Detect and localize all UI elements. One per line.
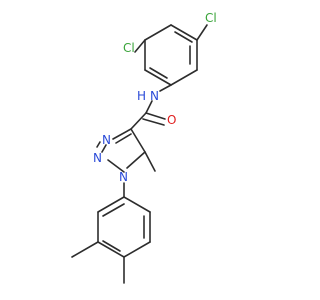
bond: [97, 196, 125, 213]
dichlorophenyl-ring: [144, 24, 198, 86]
bond: [130, 128, 146, 153]
bond: [123, 196, 151, 213]
bond-inner: [102, 240, 121, 252]
bond: [144, 24, 172, 41]
atom-n3: N: [102, 133, 111, 147]
atom-o: O: [167, 113, 176, 127]
bond-inner: [174, 31, 193, 43]
triazole-ring: [96, 128, 146, 173]
bond-inner: [115, 133, 132, 144]
bond: [170, 69, 198, 86]
bond: [112, 128, 132, 140]
bond: [97, 241, 125, 258]
bond-inner: [96, 141, 101, 148]
atom-h: H: [137, 89, 146, 103]
bond-ring-nh: [159, 84, 172, 92]
bond: [101, 144, 107, 153]
bond-co: [145, 112, 166, 120]
bond: [123, 241, 151, 258]
bond-methyl-meta: [71, 241, 99, 258]
structure-diagram: Cl Cl N H O N N N: [0, 0, 300, 300]
bond: [126, 151, 146, 169]
atom-n2: N: [93, 151, 102, 165]
background: [0, 0, 300, 300]
bond-co-double: [142, 118, 165, 126]
bond-methyl: [144, 151, 156, 172]
bond-nh-carbonyl: [145, 100, 153, 114]
bond: [144, 69, 172, 86]
bond: [107, 159, 125, 173]
dimethylphenyl-ring: [97, 196, 151, 258]
atom-n1: N: [119, 170, 128, 184]
atom-nh: N: [150, 89, 159, 103]
bond-cl-left: [134, 39, 146, 53]
bond-inner: [102, 203, 125, 217]
atom-cl-top: Cl: [205, 11, 217, 25]
atom-cl-left: Cl: [123, 41, 135, 55]
bond-carbonyl-triazole: [130, 112, 147, 130]
bond-inner: [149, 67, 168, 79]
bond: [170, 24, 198, 41]
molecule-canvas: Cl Cl N H O N N N: [0, 0, 300, 300]
bond-cl-top: [196, 24, 208, 41]
